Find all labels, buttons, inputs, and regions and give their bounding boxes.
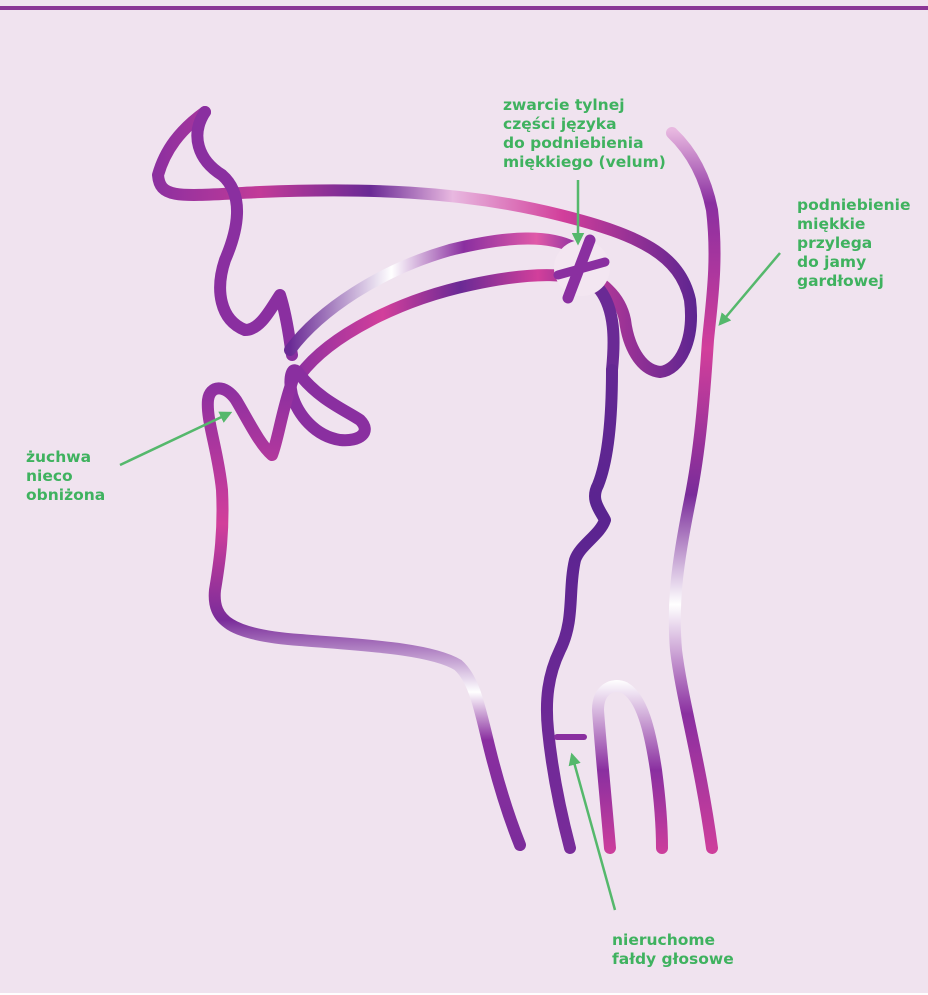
soft-palate-label-line: przylega <box>797 234 910 253</box>
jaw-label-line: żuchwa <box>26 448 105 467</box>
jaw-label-line: nieco <box>26 467 105 486</box>
vocal-folds-label-line: fałdy głosowe <box>612 950 734 969</box>
larynx-outline <box>598 686 662 848</box>
soft-palate-arrow <box>720 253 780 324</box>
jaw-label-line: obniżona <box>26 486 105 505</box>
velum-contact-label: zwarcie tylnej części języka do podniebi… <box>503 96 666 172</box>
velum-contact-label-line: do podniebienia <box>503 134 666 153</box>
velum-contact-label-line: miękkiego (velum) <box>503 153 666 172</box>
velum-contact-label-line: zwarcie tylnej <box>503 96 666 115</box>
tongue-tip <box>290 370 364 440</box>
upper-lip-outline <box>197 112 292 355</box>
soft-palate-label-line: podniebienie <box>797 196 910 215</box>
soft-palate-label-line: gardłowej <box>797 272 910 291</box>
soft-palate-label-line: miękkie <box>797 215 910 234</box>
soft-palate-label: podniebienie miękkie przylega do jamy ga… <box>797 196 910 291</box>
pharynx-back-wall <box>672 133 715 848</box>
jaw-label: żuchwa nieco obniżona <box>26 448 105 505</box>
soft-palate-label-line: do jamy <box>797 253 910 272</box>
vocal-folds-label-line: nieruchome <box>612 931 734 950</box>
chin-and-neck-outline <box>208 382 520 845</box>
vocal-folds-label: nieruchome fałdy głosowe <box>612 931 734 969</box>
velum-contact-label-line: części języka <box>503 115 666 134</box>
